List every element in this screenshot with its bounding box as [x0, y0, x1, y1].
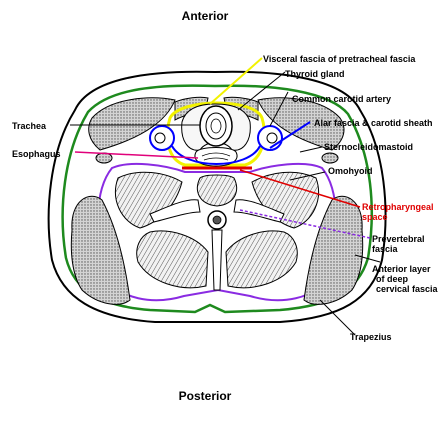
spinous-process: [212, 230, 222, 290]
label-thyroid-gland: Thyroid gland: [285, 69, 345, 79]
deep-posterior-muscle-right: [226, 231, 297, 288]
deep-posterior-muscle-left: [137, 231, 208, 288]
label-common-carotid: Common carotid artery: [292, 94, 391, 104]
label-alar-fascia: Alar fascia & carotid sheath: [314, 118, 433, 128]
carotid-artery-left: [155, 133, 165, 143]
label-retropharyngeal-1: Retropharyngeal: [362, 202, 434, 212]
leader-scm: [300, 147, 322, 152]
label-esophagus: Esophagus: [12, 149, 61, 159]
anterior-label: Anterior: [182, 9, 229, 23]
omohyoid-muscle-left: [96, 153, 112, 163]
label-visceral-fascia: Visceral fascia of pretracheal fascia: [263, 54, 416, 64]
label-sternocleidomastoid: Sternocleidomastoid: [324, 142, 413, 152]
label-prevertebral-2: fascia: [372, 244, 399, 254]
label-anterior-layer-3: cervical fascia: [376, 284, 439, 294]
scalene-muscle-left: [115, 172, 182, 228]
omohyoid-muscle-right: [322, 153, 338, 163]
posterior-label: Posterior: [179, 389, 232, 403]
label-omohyoid: Omohyoid: [328, 166, 373, 176]
label-trapezius: Trapezius: [350, 332, 392, 342]
trachea: [200, 106, 232, 146]
label-prevertebral-1: Prevertebral: [372, 234, 425, 244]
label-anterior-layer-1: Anterior layer: [372, 264, 431, 274]
label-trachea: Trachea: [12, 121, 47, 131]
carotid-artery-right: [267, 133, 277, 143]
label-anterior-layer-2: of deep: [376, 274, 409, 284]
spinal-cord: [213, 216, 221, 224]
label-retropharyngeal-2: space: [362, 212, 388, 222]
vertebral-body: [197, 175, 236, 206]
